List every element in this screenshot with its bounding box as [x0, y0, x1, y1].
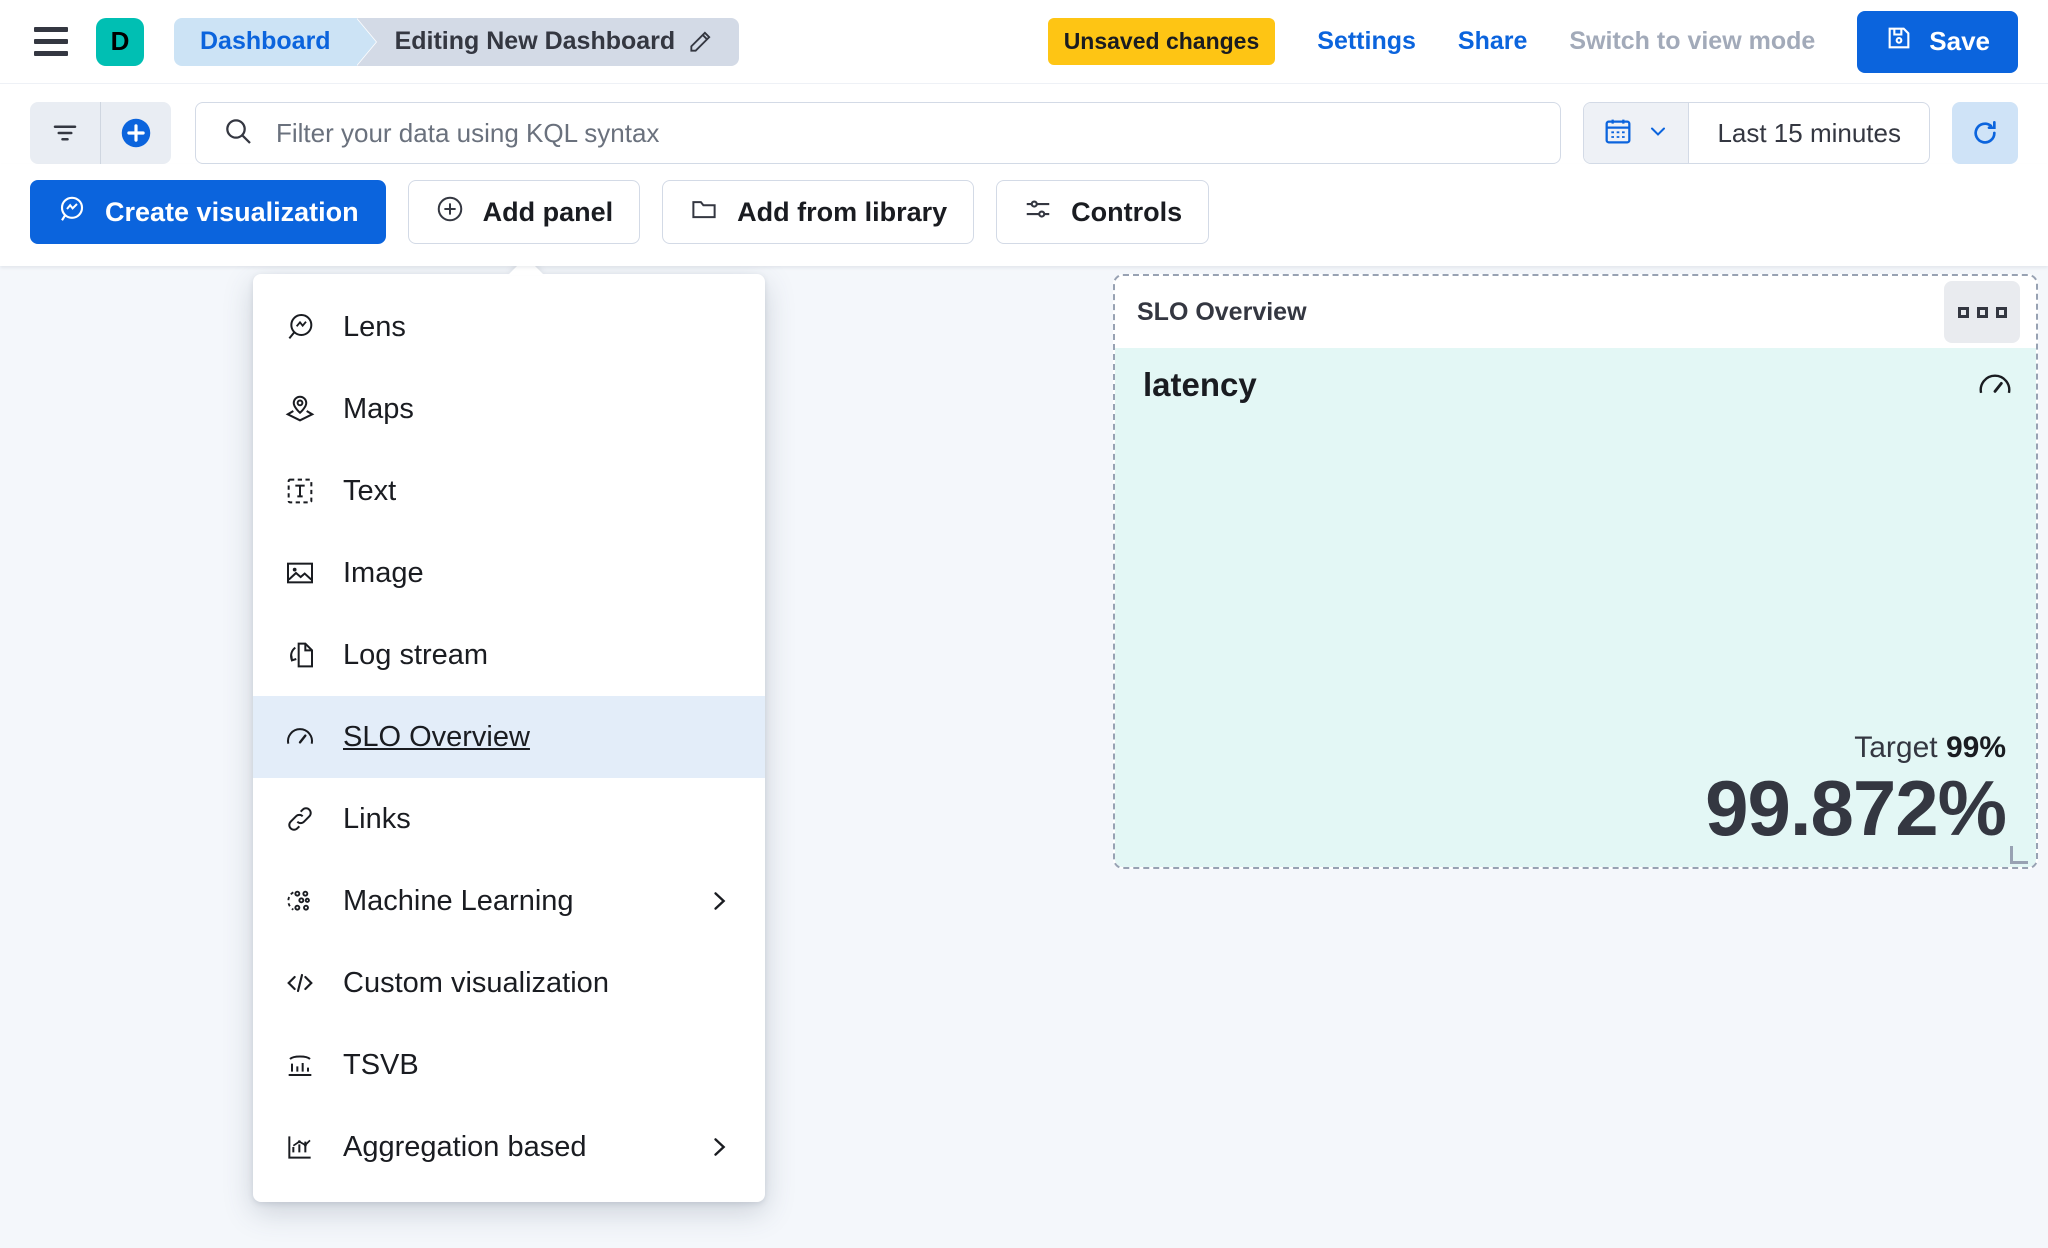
breadcrumb-item-dashboard[interactable]: Dashboard: [174, 17, 376, 66]
chevron-down-icon: [1646, 119, 1670, 148]
tsvb-chart-icon: [283, 1048, 317, 1082]
search-input-placeholder: Filter your data using KQL syntax: [276, 117, 660, 148]
breadcrumb-item-current[interactable]: Editing New Dashboard: [356, 17, 740, 66]
date-range-picker[interactable]: Last 15 minutes: [1583, 102, 1930, 164]
plus-circle-icon: [435, 194, 465, 231]
add-from-library-button[interactable]: Add from library: [662, 180, 975, 244]
menu-item-lens[interactable]: Lens: [253, 286, 765, 368]
save-button[interactable]: Save: [1857, 10, 2018, 73]
menu-item-tsvb[interactable]: TSVB: [253, 1024, 765, 1106]
slo-target: Target 99%: [1143, 731, 2006, 765]
pencil-icon[interactable]: [687, 29, 713, 55]
menu-item-aggregation-based[interactable]: Aggregation based: [253, 1106, 765, 1188]
query-bar: Filter your data using KQL syntax Last 1…: [0, 84, 2048, 164]
lens-icon: [57, 194, 87, 231]
machine-learning-icon: [283, 884, 317, 918]
menu-item-label: Image: [343, 556, 424, 589]
slo-overview-panel[interactable]: SLO Overview latency Target 99% 99.872%: [1113, 274, 2038, 869]
menu-item-label: SLO Overview: [343, 720, 530, 753]
slo-metric-name: latency: [1143, 366, 1257, 403]
filter-controls: [30, 102, 171, 164]
menu-item-label: Text: [343, 474, 397, 507]
header-actions: Unsaved changes Settings Share Switch to…: [1047, 10, 2018, 73]
menu-item-label: Aggregation based: [343, 1130, 587, 1163]
filter-icon[interactable]: [30, 102, 100, 164]
calendar-icon: [1602, 115, 1634, 152]
breadcrumb-root-label: Dashboard: [200, 27, 331, 55]
slo-target-value: 99%: [1945, 731, 2006, 764]
chevron-right-icon: [705, 887, 733, 915]
status-badge: Unsaved changes: [1047, 18, 1276, 65]
text-box-icon: [283, 474, 317, 508]
menu-item-custom-visualization[interactable]: Custom visualization: [253, 942, 765, 1024]
menu-item-label: Machine Learning: [343, 884, 574, 917]
slo-target-label: Target: [1854, 731, 1938, 764]
log-stream-icon: [283, 638, 317, 672]
menu-item-maps[interactable]: Maps: [253, 368, 765, 450]
menu-item-label: Log stream: [343, 638, 489, 671]
menu-item-links[interactable]: Links: [253, 778, 765, 860]
hamburger-icon[interactable]: [30, 21, 72, 63]
add-from-library-label: Add from library: [737, 196, 948, 227]
app-header: D Dashboard Editing New Dashboard Unsave…: [0, 0, 2048, 84]
code-brackets-icon: [283, 966, 317, 1000]
chevron-right-icon: [705, 1133, 733, 1161]
menu-item-label: Links: [343, 802, 411, 835]
panel-title: SLO Overview: [1137, 297, 1307, 326]
menu-item-text[interactable]: Text: [253, 450, 765, 532]
menu-item-label: Lens: [343, 310, 406, 343]
settings-link[interactable]: Settings: [1317, 27, 1416, 55]
create-visualization-label: Create visualization: [105, 196, 359, 227]
lens-icon: [283, 310, 317, 344]
create-visualization-button[interactable]: Create visualization: [30, 180, 386, 244]
slo-figures: Target 99% 99.872%: [1143, 731, 2007, 852]
date-range-value[interactable]: Last 15 minutes: [1717, 117, 1901, 148]
image-icon: [283, 556, 317, 590]
controls-label: Controls: [1071, 196, 1183, 227]
menu-item-slo-overview[interactable]: SLO Overview: [253, 696, 765, 778]
menu-item-label: Custom visualization: [343, 966, 609, 999]
panel-body: latency Target 99% 99.872%: [1115, 348, 2036, 867]
add-panel-button[interactable]: Add panel: [407, 180, 641, 244]
menu-item-machine-learning[interactable]: Machine Learning: [253, 860, 765, 942]
save-button-label: Save: [1929, 26, 1990, 56]
menu-item-log-stream[interactable]: Log stream: [253, 614, 765, 696]
breadcrumb-current-label: Editing New Dashboard: [394, 27, 676, 55]
panel-header: SLO Overview: [1115, 276, 2036, 348]
search-icon: [222, 115, 254, 152]
map-marker-icon: [283, 392, 317, 426]
menu-item-label: TSVB: [343, 1048, 419, 1081]
slo-sli-value: 99.872%: [1705, 764, 2007, 852]
add-panel-menu: Lens Maps Text: [253, 274, 765, 1202]
menu-item-image[interactable]: Image: [253, 532, 765, 614]
resize-corner-icon[interactable]: [2010, 846, 2028, 864]
add-panel-label: Add panel: [482, 196, 614, 227]
floppy-disk-icon: [1885, 24, 1913, 59]
refresh-icon[interactable]: [1952, 102, 2018, 164]
share-link[interactable]: Share: [1457, 27, 1528, 55]
gauge-icon: [1976, 366, 2014, 409]
date-quick-select-button[interactable]: [1584, 103, 1690, 163]
dashboard-canvas: Lens Maps Text: [0, 266, 2048, 1248]
breadcrumb: Dashboard Editing New Dashboard: [174, 17, 740, 66]
gauge-icon: [283, 720, 317, 754]
menu-item-label: Maps: [343, 392, 414, 425]
folder-icon: [689, 194, 719, 231]
link-chain-icon: [283, 802, 317, 836]
dashboard-toolbar: Create visualization Add panel Add from …: [0, 164, 2048, 266]
add-circle-icon[interactable]: [101, 102, 171, 164]
search-input[interactable]: Filter your data using KQL syntax: [195, 102, 1562, 164]
divider: [100, 102, 101, 164]
controls-sliders-icon: [1023, 194, 1053, 231]
ellipsis-icon[interactable]: [1944, 281, 2020, 343]
aggregation-chart-icon: [283, 1130, 317, 1164]
controls-button[interactable]: Controls: [996, 180, 1210, 244]
switch-to-view-mode-link[interactable]: Switch to view mode: [1569, 27, 1816, 55]
avatar[interactable]: D: [96, 17, 144, 66]
